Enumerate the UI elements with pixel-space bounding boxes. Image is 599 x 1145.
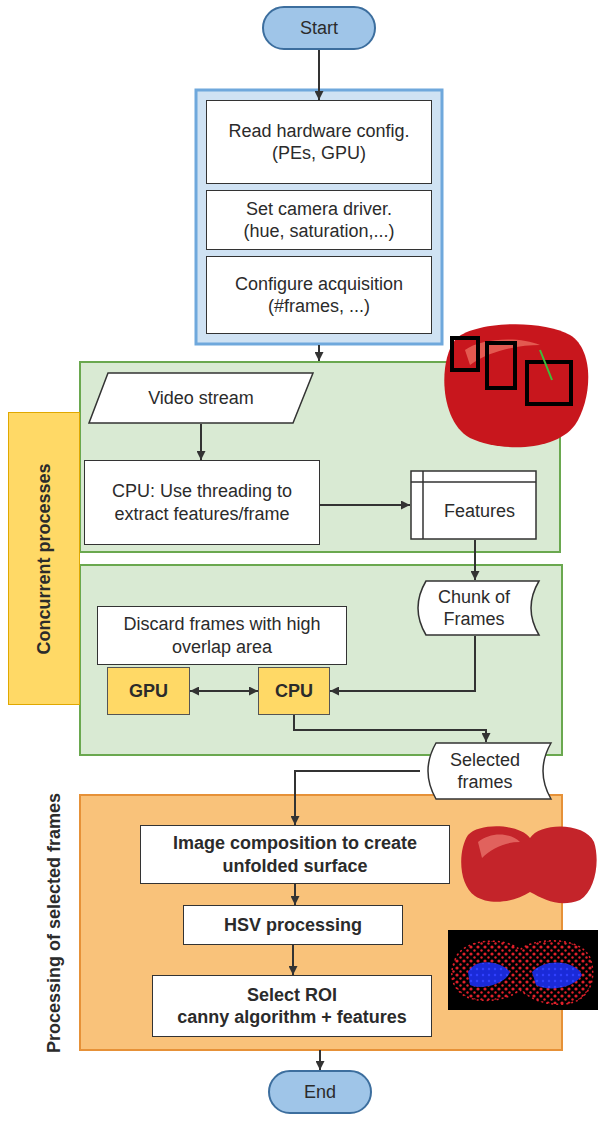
- node-text: Discard frames with high overlap area: [108, 613, 336, 658]
- node-text: Select ROI: [247, 984, 337, 1007]
- process-box: Configure acquisition(#frames, ...): [206, 256, 432, 334]
- processing-band: Processing of selected framesImage compo…: [80, 795, 562, 1050]
- node-text: CPU: Use threading to extract features/f…: [95, 480, 309, 525]
- input-parallelogram: Video stream: [88, 372, 314, 424]
- node-text: canny algorithm + features: [177, 1006, 407, 1029]
- flow-connector: [294, 884, 296, 905]
- stored-data-shape: Chunk of Frames: [410, 580, 540, 636]
- node-outline-path: [418, 581, 539, 635]
- node-text: Features: [444, 500, 515, 523]
- node-text: (#frames, ...): [268, 295, 370, 318]
- terminator-oval: End: [268, 1070, 372, 1114]
- node-text: Image composition to create unfolded sur…: [151, 832, 439, 877]
- process-box: Discard frames with high overlap area: [97, 606, 347, 665]
- node-text: GPU: [129, 680, 168, 703]
- flow-connector: [474, 540, 476, 580]
- node-text: (PEs, GPU): [272, 142, 366, 165]
- node-text: Read hardware config.: [228, 120, 409, 143]
- flow-arrow: [318, 345, 320, 361]
- node-text: Configure acquisition: [235, 273, 403, 296]
- processor-box: GPU: [107, 667, 190, 715]
- process-box: CPU: Use threading to extract features/f…: [84, 460, 320, 545]
- unfolded-surface-image: [461, 826, 596, 903]
- flow-connector: [294, 715, 486, 742]
- process-box: Set camera driver.(hue, saturation,...): [206, 190, 432, 250]
- group-tab: Concurrent processes: [8, 412, 80, 705]
- flow-connector: [320, 504, 410, 506]
- node-text: (hue, saturation,...): [243, 220, 394, 243]
- process-box: Image composition to create unfolded sur…: [140, 825, 450, 884]
- flow-connector: [190, 690, 258, 692]
- node-outline-path: [89, 373, 313, 423]
- storage-box: Features: [410, 470, 537, 540]
- tomato-illustration: [444, 324, 588, 447]
- stored-data-shape: Selected frames: [420, 742, 552, 800]
- processor-box: CPU: [258, 667, 330, 715]
- node-text: Concurrent processes: [33, 463, 56, 654]
- node-text: Processing of selected frames: [43, 792, 66, 1052]
- hsv-image: [448, 930, 598, 1010]
- flow-connector: [318, 50, 320, 100]
- node-text: End: [304, 1081, 336, 1104]
- node-text: Set camera driver.: [246, 198, 392, 221]
- node-text: Chunk of Frames: [430, 586, 518, 631]
- config-group: [196, 90, 442, 344]
- node-outline-path: [411, 471, 536, 539]
- flow-connector: [200, 424, 202, 460]
- flow-connector: [295, 771, 420, 825]
- flow-connector: [330, 636, 475, 691]
- process-band: [80, 565, 562, 755]
- process-box: Select ROIcanny algorithm + features: [152, 975, 432, 1037]
- node-text: Selected frames: [440, 749, 530, 794]
- node-text: CPU: [275, 680, 313, 703]
- process-box: Read hardware config.(PEs, GPU): [206, 100, 432, 184]
- flow-connector: [292, 945, 294, 975]
- node-outline-path: [428, 743, 551, 799]
- flow-connector: [319, 1050, 321, 1070]
- node-text: HSV processing: [224, 914, 362, 937]
- terminator-oval: Start: [262, 6, 376, 50]
- process-box: HSV processing: [183, 905, 403, 945]
- node-text: Start: [300, 17, 338, 40]
- node-text: Video stream: [148, 387, 254, 410]
